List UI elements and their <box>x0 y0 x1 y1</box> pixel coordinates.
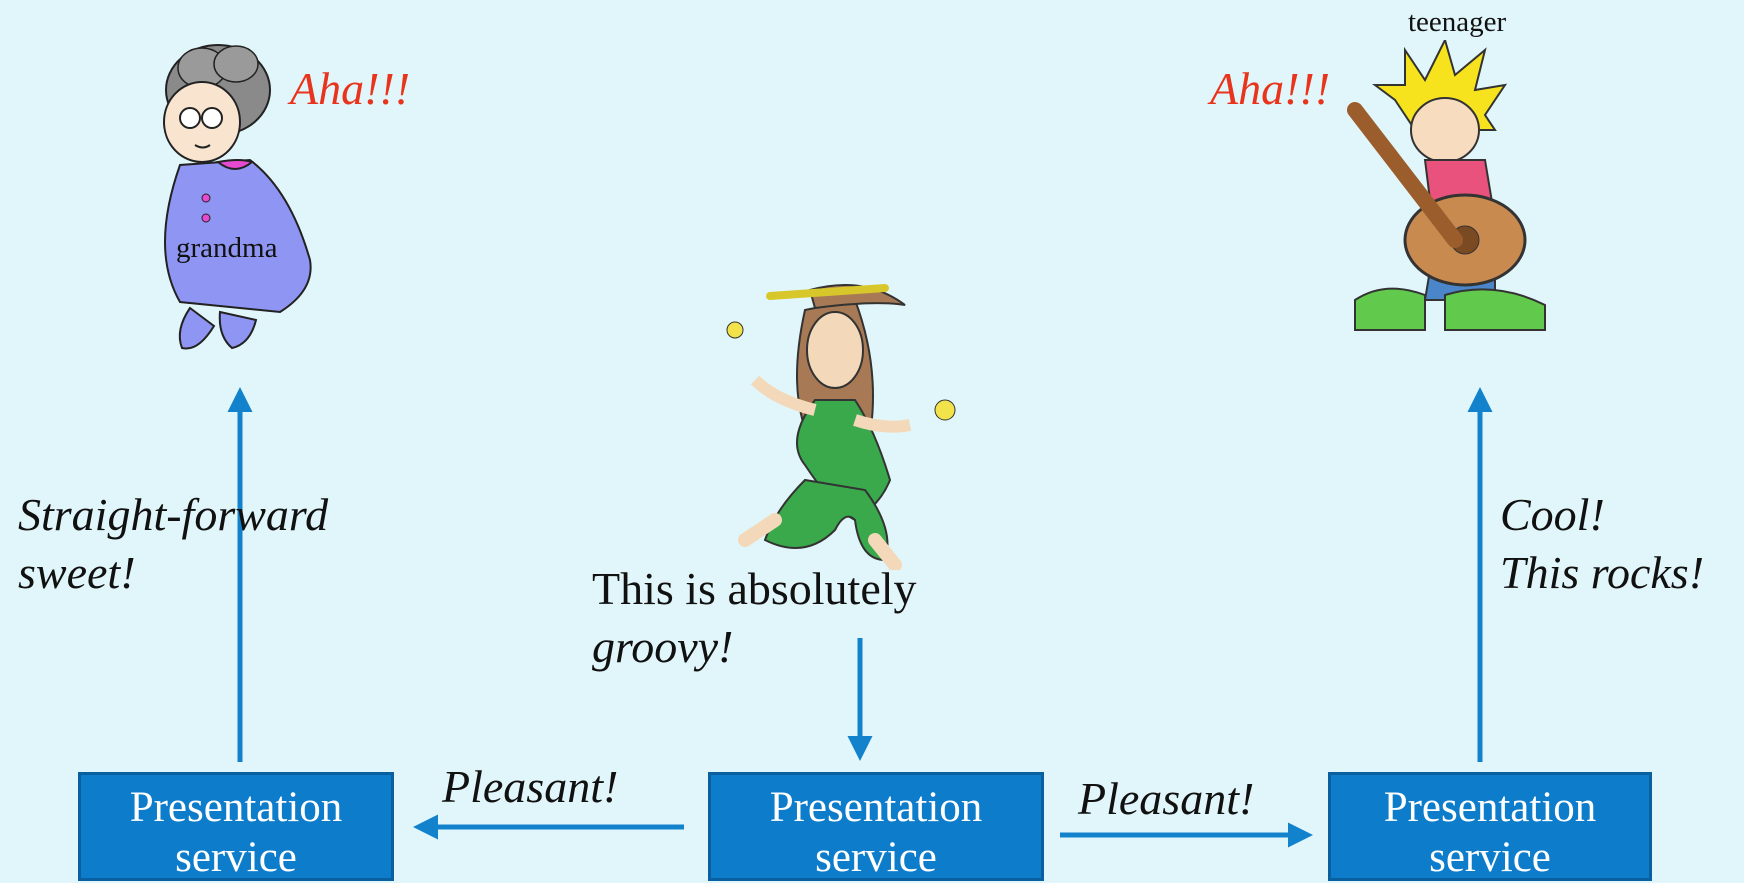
box-right-line1: Presentation <box>1331 783 1649 833</box>
caption-right-line2: This rocks! <box>1500 544 1704 602</box>
grandma-label: grandma <box>176 234 277 263</box>
box-center-line1: Presentation <box>711 783 1041 833</box>
caption-center-line1: This is absolutely <box>592 560 917 618</box>
box-center-line2: service <box>711 833 1041 883</box>
teenager-illustration <box>1345 40 1555 350</box>
teenager-label: teenager <box>1408 8 1506 37</box>
box-left-line2: service <box>81 833 391 883</box>
hippie-illustration <box>715 280 975 570</box>
caption-right-line1: Cool! <box>1500 486 1704 544</box>
caption-center-line2: groovy! <box>592 618 917 676</box>
arrow-left-label: Pleasant! <box>442 764 618 810</box>
caption-right: Cool! This rocks! <box>1500 486 1704 602</box>
arrow-right-label: Pleasant! <box>1078 776 1254 822</box>
presentation-service-box-left: Presentation service <box>78 772 394 881</box>
box-left-line1: Presentation <box>81 783 391 833</box>
grandma-exclamation: Aha!!! <box>290 66 410 112</box>
caption-left: Straight-forward sweet! <box>18 486 328 602</box>
presentation-service-box-center: Presentation service <box>708 772 1044 881</box>
caption-left-line2: sweet! <box>18 544 328 602</box>
presentation-service-box-right: Presentation service <box>1328 772 1652 881</box>
caption-left-line1: Straight-forward <box>18 486 328 544</box>
caption-center: This is absolutely groovy! <box>592 560 917 676</box>
teenager-exclamation: Aha!!! <box>1210 66 1330 112</box>
box-right-line2: service <box>1331 833 1649 883</box>
